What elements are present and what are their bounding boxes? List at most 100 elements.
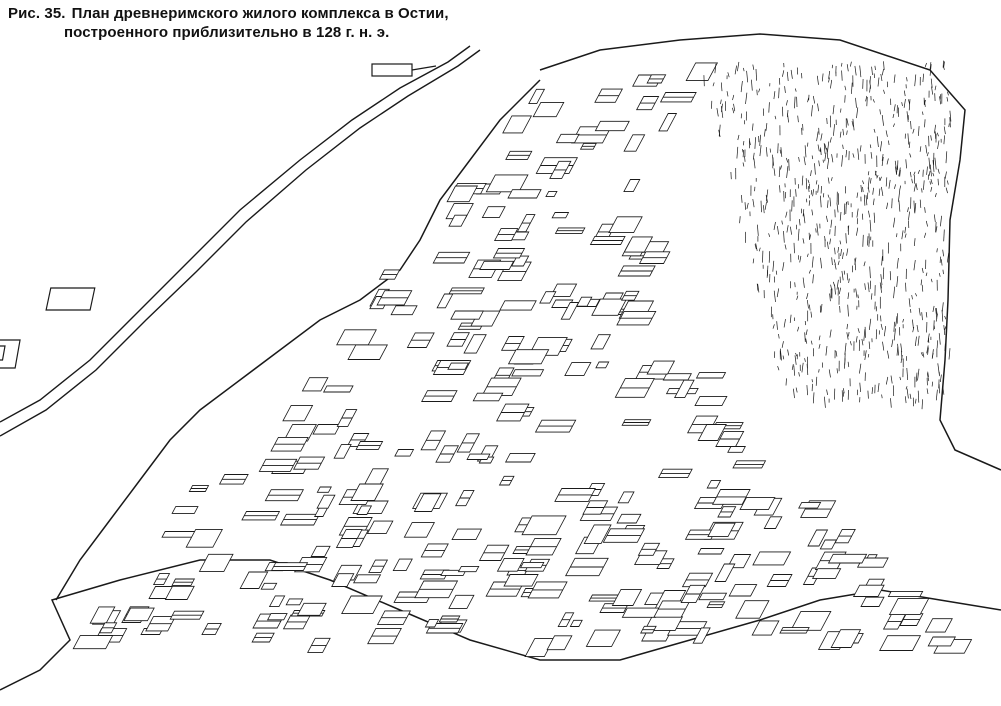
hill-hatch [874,65,876,71]
building-block [481,206,506,219]
hill-hatch [783,319,786,328]
hill-hatch [928,157,931,169]
building-block [560,302,580,320]
hill-hatch [817,144,820,152]
hill-hatch [934,131,937,139]
hill-hatch [891,198,893,209]
hill-hatch [802,209,805,217]
building-block [728,584,758,597]
hill-hatch [864,283,866,290]
hill-hatch [777,365,780,371]
hill-hatch [901,102,903,107]
hill-hatch [736,146,739,159]
hill-hatch [847,226,849,235]
hill-hatch [720,82,723,92]
hill-hatch [721,103,723,112]
building-block [887,590,924,598]
hill-hatch [820,133,823,141]
hill-hatch [851,82,853,94]
hill-hatch [810,340,813,345]
building-block [830,629,862,648]
hill-hatch [909,171,912,178]
hill-hatch [786,225,789,233]
hill-hatch [904,396,907,404]
hill-hatch [949,110,952,122]
hill-hatch [783,230,785,243]
building-block [555,133,580,144]
hill-hatch [743,67,745,72]
hill-hatch [816,223,819,236]
hill-hatch [932,172,935,177]
hill-hatch [879,176,882,181]
hill-hatch [867,236,869,246]
building-block [564,362,592,377]
hill-hatch [841,155,843,167]
hill-hatch [811,105,813,117]
hill-hatch [863,329,866,341]
building-block [551,212,570,219]
hill-hatch [810,311,813,318]
hill-hatch [844,85,847,91]
building-block [623,134,646,152]
hill-hatch [838,287,842,295]
building-block [798,501,822,509]
building-block [331,573,355,587]
hill-hatch [758,88,761,93]
hill-hatch [850,61,852,67]
hill-hatch [939,256,941,263]
hill-hatch [836,202,839,213]
building-block [511,369,545,377]
hill-hatch [826,158,830,170]
hill-hatch [774,115,777,120]
hill-hatch [905,159,907,169]
hill-hatch [867,177,870,189]
hill-hatch [810,170,812,177]
hill-hatch [818,335,821,341]
hill-hatch [820,303,823,313]
hill-hatch [841,62,843,67]
hill-hatch [943,126,946,135]
river-bank-inner [0,49,481,437]
building-block [503,574,539,587]
hill-hatch [857,148,860,160]
building-block [539,291,557,304]
hill-hatch [799,255,802,263]
hill-hatch [908,211,910,221]
hill-hatch [756,283,759,291]
hill-hatch [772,324,775,329]
hill-hatch [922,73,924,83]
hill-hatch [856,192,859,198]
hill-hatch [904,233,907,238]
hill-hatch [848,278,850,283]
hill-hatch [917,335,920,346]
hill-hatch [806,253,809,258]
building-block [466,453,491,460]
hill-hatch [881,156,884,167]
hill-hatch [831,257,833,266]
hill-hatch [898,200,901,212]
hill-hatch [873,128,876,133]
hill-hatch [945,151,948,164]
hill-hatch [798,156,800,162]
hill-hatch [916,324,919,333]
hill-hatch [784,244,787,250]
hill-hatch [855,336,858,343]
building-block [89,606,116,624]
hill-hatch [847,304,849,317]
hill-hatch [767,265,769,277]
hill-hatch [930,135,932,141]
hill-hatch [765,147,768,157]
hill-hatch [795,189,797,197]
hill-hatch [915,372,918,382]
hill-hatch [823,143,826,154]
hill-hatch [842,128,845,136]
hill-hatch [763,129,766,137]
hill-hatch [830,284,833,291]
hill-hatch [807,97,809,103]
hill-hatch [834,263,837,270]
hill-hatch [804,320,807,326]
hill-hatch [948,123,950,128]
hill-hatch [896,276,899,288]
hill-hatch [868,341,871,350]
building-block [739,497,776,511]
